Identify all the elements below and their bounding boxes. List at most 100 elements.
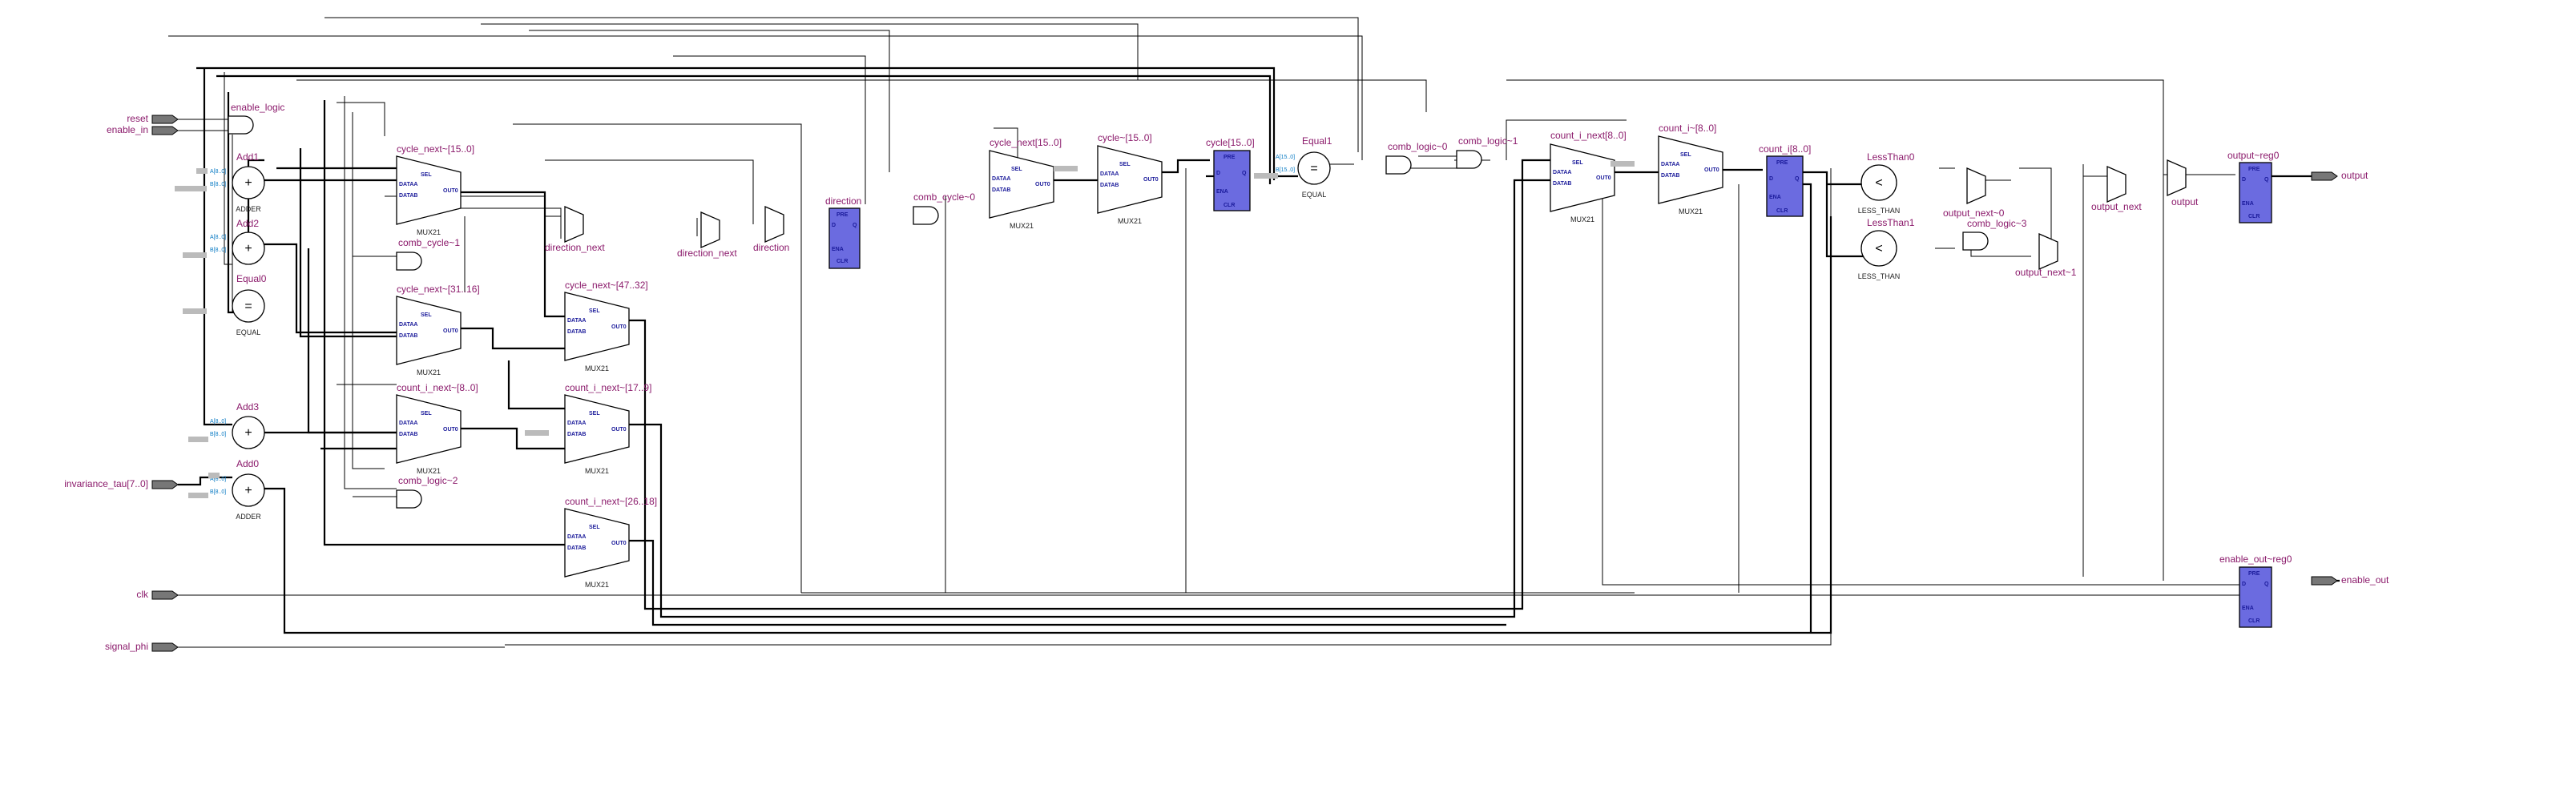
svg-text:Q: Q (2264, 177, 2269, 183)
svg-text:DATAB: DATAB (567, 545, 586, 551)
small-mux-direction-next-b: direction_next (677, 211, 737, 259)
bus-wires (196, 66, 2340, 634)
svg-text:output_next~1: output_next~1 (2015, 267, 2077, 278)
svg-text:MUX21: MUX21 (585, 364, 609, 372)
input-port-enable-in: enable_in (107, 124, 228, 135)
svg-text:=: = (1310, 162, 1317, 175)
svg-text:comb_logic~3: comb_logic~3 (1967, 218, 2027, 229)
svg-text:SEL: SEL (421, 411, 432, 417)
output-label: output (2341, 170, 2368, 181)
svg-text:OUT0: OUT0 (1035, 182, 1050, 187)
svg-text:PRE: PRE (2248, 571, 2260, 577)
adder-type: ADDER (236, 513, 261, 521)
adder-name: Add0 (236, 458, 259, 469)
register-count-i: count_i[8..0] PRE D Q ENA CLR (1759, 143, 1811, 217)
svg-text:D: D (832, 223, 836, 228)
svg-text:+: + (244, 426, 252, 440)
svg-text:enable_out~reg0: enable_out~reg0 (2219, 553, 2292, 565)
svg-text:comb_logic~1: comb_logic~1 (1458, 135, 1518, 147)
mux-name: count_i_next~[26..18] (565, 496, 657, 507)
svg-text:D: D (2242, 582, 2246, 587)
svg-text:DATAA: DATAA (1553, 170, 1571, 175)
svg-text:+: + (244, 484, 252, 497)
svg-text:SEL: SEL (589, 411, 600, 417)
comparator-name: Equal0 (236, 273, 267, 284)
svg-text:MUX21: MUX21 (1118, 217, 1142, 225)
svg-text:output_next: output_next (2091, 201, 2142, 212)
svg-text:ENA: ENA (1769, 195, 1781, 200)
gate-comb-cycle-0: comb_cycle~0 (913, 191, 975, 225)
comparator-lessthan1: LessThan1 < LESS_THAN (1858, 217, 1915, 280)
svg-text:count_i[8..0]: count_i[8..0] (1759, 143, 1811, 155)
svg-text:MUX21: MUX21 (1570, 215, 1594, 223)
svg-text:SEL: SEL (589, 308, 600, 314)
adder-name: Add1 (236, 151, 259, 163)
mux-name: count_i_next~[17..9] (565, 382, 651, 393)
output-port-output: output (2311, 170, 2368, 181)
svg-text:CLR: CLR (2248, 214, 2260, 219)
mux-name: cycle_next~[31..16] (397, 284, 480, 295)
svg-text:Q: Q (1795, 176, 1800, 182)
svg-text:direction: direction (825, 195, 861, 207)
svg-text:Q: Q (2264, 582, 2269, 587)
svg-text:PRE: PRE (1776, 160, 1788, 166)
svg-text:comb_logic~2: comb_logic~2 (398, 475, 458, 486)
comparator-name: Equal1 (1302, 135, 1332, 147)
svg-text:DATAA: DATAA (399, 421, 417, 426)
adder-pin-b: B[8..0] (210, 432, 226, 437)
mux-cycle-next-15-0-b: cycle_next[15..0] SEL DATAA DATAB OUT0 M… (989, 137, 1062, 230)
svg-text:SEL: SEL (1680, 152, 1691, 158)
comparator-equal1: Equal1 = EQUAL A[15..0] B[15..0] (1276, 135, 1332, 199)
svg-text:ENA: ENA (832, 247, 844, 252)
svg-text:OUT0: OUT0 (443, 188, 458, 194)
input-port-signal-phi: signal_phi (105, 641, 505, 652)
gate-comb-logic-2: comb_logic~2 (396, 475, 458, 509)
svg-text:DATAA: DATAA (992, 176, 1010, 182)
comparator-type: LESS_THAN (1858, 272, 1901, 280)
mux-count-i-next-8-0-b: count_i_next[8..0] SEL DATAA DATAB OUT0 … (1550, 130, 1627, 223)
comparator-lessthan0: LessThan0 < LESS_THAN (1858, 151, 1915, 215)
svg-text:=: = (244, 300, 252, 313)
adder-name: Add2 (236, 218, 259, 229)
output-ports: output enable_out (2311, 170, 2389, 586)
svg-text:output~reg0: output~reg0 (2227, 150, 2280, 161)
svg-text:ENA: ENA (2242, 606, 2254, 611)
svg-text:MUX21: MUX21 (585, 467, 609, 475)
small-mux-direction: direction (753, 206, 789, 253)
adder-type: ADDER (236, 205, 261, 213)
gate-comb-logic-0: comb_logic~0 (1385, 141, 1448, 175)
mux-name: count_i_next~[8..0] (397, 382, 478, 393)
svg-text:CLR: CLR (2248, 618, 2260, 624)
adder-pin-b: B[8..0] (210, 182, 226, 187)
svg-text:+: + (244, 242, 252, 256)
signal-wires (168, 17, 2260, 646)
comparator-type: EQUAL (236, 328, 261, 336)
svg-text:DATAB: DATAB (567, 432, 586, 437)
small-mux-output-next: output_next (2091, 166, 2142, 212)
svg-text:OUT0: OUT0 (1704, 167, 1719, 173)
svg-text:DATAA: DATAA (399, 322, 417, 328)
output-port-enable-out: enable_out (2311, 574, 2389, 586)
svg-text:MUX21: MUX21 (1010, 222, 1034, 230)
gate-enable-logic: enable_logic (228, 102, 284, 135)
svg-text:MUX21: MUX21 (585, 581, 609, 589)
comparator-type: LESS_THAN (1858, 207, 1901, 215)
adder-add0: Add0 + ADDER A[8..0] B[8..0] (210, 458, 265, 521)
svg-text:DATAA: DATAA (1661, 162, 1679, 167)
adder-name: Add3 (236, 401, 259, 413)
svg-text:DATAA: DATAA (1100, 171, 1119, 177)
svg-text:OUT0: OUT0 (611, 427, 627, 433)
svg-text:comb_logic~0: comb_logic~0 (1388, 141, 1448, 152)
svg-text:DATAB: DATAB (1100, 183, 1119, 188)
svg-text:DATAB: DATAB (1661, 173, 1679, 179)
mux-cycle-next-15-0: cycle_next~[15..0] SEL DATAA DATAB OUT0 … (396, 143, 474, 236)
small-mux-output: output (2167, 159, 2199, 207)
input-label: signal_phi (105, 641, 148, 652)
comparator-type: EQUAL (1302, 191, 1327, 199)
svg-text:Q: Q (1242, 171, 1247, 176)
svg-text:Q: Q (853, 223, 857, 228)
svg-text:OUT0: OUT0 (443, 427, 458, 433)
adder-pin-a: A[8..0] (210, 477, 226, 482)
